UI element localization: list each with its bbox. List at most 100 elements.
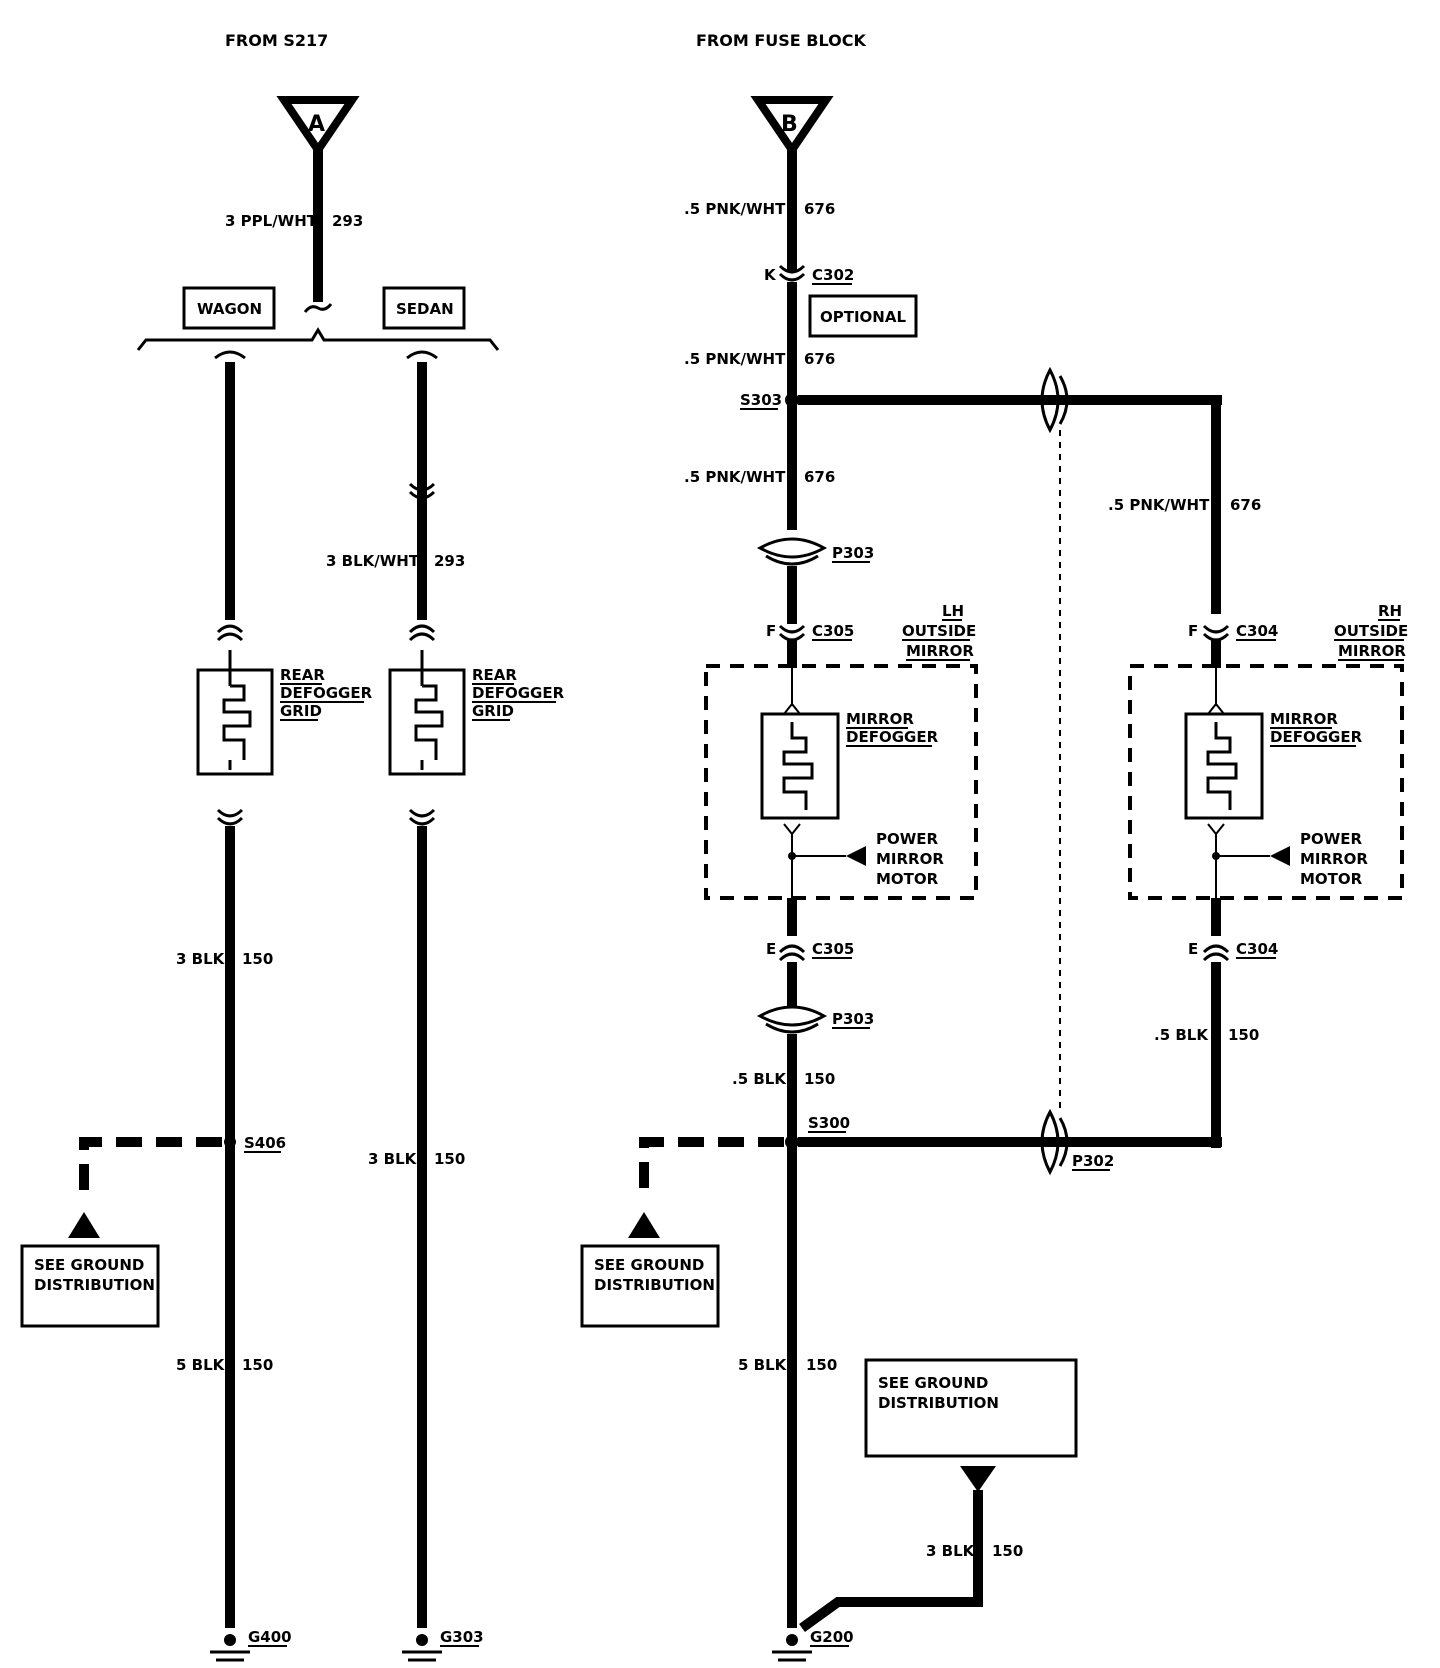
splice-s406-dot [224, 1136, 236, 1148]
sedan-grid-element [414, 650, 444, 770]
lh-motor-label-2: MIRROR [876, 850, 944, 868]
wire-label-lh-5blk: 5 BLK [738, 1356, 788, 1374]
option-bracket [136, 327, 500, 351]
sedan-inline-connector [408, 482, 436, 500]
optional-box: OPTIONAL [808, 294, 918, 338]
svg-text:SEDAN: SEDAN [396, 300, 454, 318]
splice-s303-dot [785, 393, 799, 407]
ground-ref-arrow-middle [628, 1212, 660, 1238]
lh-defogger-label-1: MIRROR [846, 710, 914, 728]
wire-label-blk-rh: .5 BLK [1154, 1026, 1209, 1044]
wire-label-gnd-3blk: 3 BLK [926, 1542, 976, 1560]
ground-g200-label: G200 [810, 1628, 854, 1646]
ground-g200-symbol [772, 1650, 812, 1662]
circuit-label-150-lh: 150 [804, 1070, 835, 1088]
ground-ref-box-middle: SEE GROUND DISTRIBUTION [580, 1244, 720, 1328]
pass-through-p302-bottom [1040, 1108, 1069, 1176]
svg-text:WAGON: WAGON [197, 300, 262, 318]
sedan-grid-label-3: GRID [472, 702, 514, 720]
g200-ground-strap [799, 1490, 983, 1633]
connector-c304-bottom-label: C304 [1236, 940, 1278, 958]
wire-label-ppl-wht: 3 PPL/WHT [225, 212, 318, 230]
svg-text:DISTRIBUTION: DISTRIBUTION [878, 1394, 999, 1412]
connector-c302-symbol [778, 264, 806, 282]
sedan-grid-connector-top [408, 624, 436, 642]
lh-mirror-title-1: LH [942, 602, 964, 620]
pass-through-p303-top [756, 537, 828, 566]
ground-ref-arrow-right [960, 1466, 996, 1492]
wire-label-pnk-1: .5 PNK/WHT [684, 200, 786, 218]
wire-label-pnk-2: .5 PNK/WHT [684, 350, 786, 368]
wire-label-blk-lh: .5 BLK [732, 1070, 787, 1088]
pass-through-p303-top-label: P303 [832, 544, 874, 562]
circuit-label-293-a: 293 [332, 212, 363, 230]
splice-s300-dot [785, 1135, 799, 1149]
rh-mirror-title-1: RH [1378, 602, 1402, 620]
lh-defogger-label-2: DEFOGGER [846, 728, 939, 746]
wagon-grid-label-2: DEFOGGER [280, 684, 373, 702]
ground-ref-box-left: SEE GROUND DISTRIBUTION [20, 1244, 160, 1328]
connector-b: B [750, 96, 834, 158]
splice-s300-label: S300 [808, 1114, 850, 1132]
option-jumper [303, 303, 333, 313]
connector-c304-top-symbol [1202, 624, 1230, 642]
circuit-label-150-rh: 150 [1228, 1026, 1259, 1044]
connector-a: A [276, 96, 360, 158]
rh-mirror-defogger [1184, 712, 1264, 820]
sedan-grid-label-2: DEFOGGER [472, 684, 565, 702]
splice-s406-label: S406 [244, 1134, 286, 1152]
pin-c302: K [764, 266, 777, 284]
rh-defogger-lead-top [1207, 668, 1225, 715]
splice-s303-label: S303 [740, 391, 782, 409]
rh-defogger-label-1: MIRROR [1270, 710, 1338, 728]
connector-c305-top-label: C305 [812, 622, 854, 640]
ground-g400-dot [224, 1634, 236, 1646]
wagon-option-box: WAGON [182, 286, 276, 330]
rh-motor-label-1: POWER [1300, 830, 1363, 848]
svg-text:SEE GROUND: SEE GROUND [878, 1374, 988, 1392]
circuit-label-676-1: 676 [804, 200, 835, 218]
ground-g200-dot [786, 1634, 798, 1646]
circuit-label-lh-5blk-150: 150 [806, 1356, 837, 1374]
svg-text:SEE GROUND: SEE GROUND [594, 1256, 704, 1274]
s406-ground-branch [79, 1137, 222, 1202]
ground-ref-arrow-left [68, 1212, 100, 1238]
svg-text:SEE GROUND: SEE GROUND [34, 1256, 144, 1274]
lh-defogger-lead-top [783, 668, 801, 715]
connector-c305-top-symbol [778, 624, 806, 642]
lh-mirror-title-3: MIRROR [906, 642, 974, 660]
rh-motor-arrow [1270, 846, 1290, 866]
connector-c305-bottom-label: C305 [812, 940, 854, 958]
wire-label-wagon-5blk: 5 BLK [176, 1356, 226, 1374]
wagon-grid-element [222, 650, 252, 770]
rh-mirror-title-3: MIRROR [1338, 642, 1406, 660]
ground-g400-symbol [210, 1650, 250, 1662]
pass-through-p302-label: P302 [1072, 1152, 1114, 1170]
circuit-label-676-2: 676 [804, 350, 835, 368]
wagon-bracket-top [214, 350, 246, 360]
ground-g400-label: G400 [248, 1628, 292, 1646]
lh-mirror-assembly [704, 664, 978, 900]
wire-label-sedan-blk: 3 BLK [368, 1150, 418, 1168]
wagon-grid-connector-top [216, 624, 244, 642]
header-from-fuse-block: FROM FUSE BLOCK [696, 31, 866, 50]
pin-c305-bottom: E [766, 940, 776, 958]
sedan-grid-label-1: REAR [472, 666, 517, 684]
pass-through-p303-bottom [756, 1005, 828, 1034]
circuit-label-676-3: 676 [804, 468, 835, 486]
lh-motor-label-3: MOTOR [876, 870, 939, 888]
wire-label-wagon-blk: 3 BLK [176, 950, 226, 968]
sedan-grid-connector-bottom [408, 808, 436, 826]
s300-ground-branch [639, 1137, 784, 1202]
ground-g303-dot [416, 1634, 428, 1646]
ground-ref-box-right: SEE GROUND DISTRIBUTION [864, 1358, 1078, 1458]
pin-c304-top: F [1188, 622, 1198, 640]
svg-text:OPTIONAL: OPTIONAL [820, 308, 906, 326]
wagon-grid-label-3: GRID [280, 702, 322, 720]
wire-label-pnk-3: .5 PNK/WHT [684, 468, 786, 486]
circuit-label-293-b: 293 [434, 552, 465, 570]
svg-text:DISTRIBUTION: DISTRIBUTION [594, 1276, 715, 1294]
svg-text:DISTRIBUTION: DISTRIBUTION [34, 1276, 155, 1294]
svg-text:A: A [308, 112, 325, 137]
